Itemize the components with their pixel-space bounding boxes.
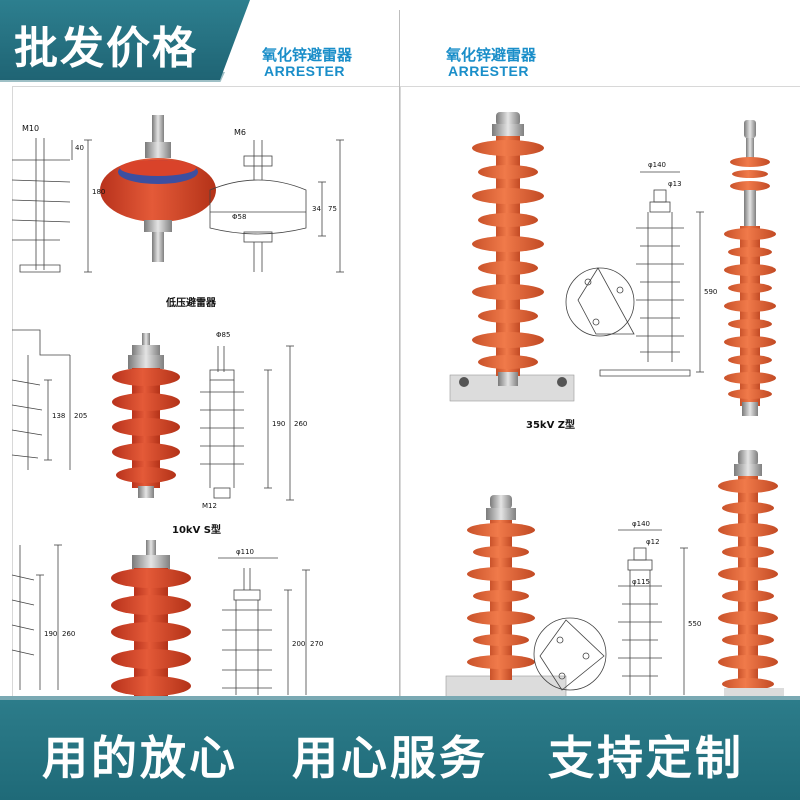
dim-75: 75 <box>328 205 337 213</box>
slim-arrester-photo <box>724 120 776 416</box>
dim-190b: 190 <box>44 630 58 638</box>
dim-590: 590 <box>704 288 718 296</box>
left-partial-drawing-2 <box>11 329 71 470</box>
right-caption-en: ARRESTER <box>448 63 530 79</box>
dim-12: φ12 <box>646 538 660 546</box>
slogan-1: 用的放心 <box>42 731 238 785</box>
right-caption-cn: 氧化锌避雷器 <box>446 46 537 64</box>
low-voltage-arrester-photo <box>100 115 216 262</box>
dim-115: φ115 <box>632 578 650 586</box>
lower-left-arrester-photo <box>111 540 191 698</box>
dim-m6: M6 <box>234 128 246 137</box>
dim-40: 40 <box>75 144 84 152</box>
left-caption-en: ARRESTER <box>264 63 346 79</box>
dim-260: 260 <box>294 420 308 428</box>
slogan-3: 支持定制 <box>548 731 744 785</box>
10kv-s-arrester-photo <box>112 333 180 498</box>
left-partial-drawing-1 <box>11 138 92 273</box>
dim-205: 205 <box>74 412 88 420</box>
10kv-s-arrester-drawing <box>200 345 294 501</box>
35kv-z-label: 35kV Z型 <box>526 420 576 431</box>
10kv-s-label: 10kV S型 <box>172 525 221 536</box>
price-badge-text: 批发价格 <box>14 23 198 74</box>
dim-550: 550 <box>688 620 702 628</box>
35kv-z-arrester-drawing <box>565 171 704 377</box>
dim-m10: M10 <box>22 124 40 133</box>
lower-arrester-photo-2 <box>718 450 784 700</box>
lower-arrester-photo-1 <box>445 495 567 701</box>
dim-270: 270 <box>310 640 324 648</box>
lower-left-arrester-drawing <box>218 557 310 695</box>
lower-arrester-drawing <box>533 529 688 695</box>
left-partial-drawing-3 <box>11 544 62 690</box>
35kv-z-arrester-photo <box>449 112 575 402</box>
dim-85: Φ85 <box>216 331 231 339</box>
dim-200: 200 <box>292 640 306 648</box>
dim-34: 34 <box>312 205 321 213</box>
footer-banner <box>0 700 800 800</box>
dim-260b: 260 <box>62 630 76 638</box>
dim-13: φ13 <box>668 180 682 188</box>
page-divider <box>399 10 400 700</box>
left-caption-cn: 氧化锌避雷器 <box>262 46 353 64</box>
dim-140b: φ140 <box>632 520 650 528</box>
dim-140: φ140 <box>648 161 666 169</box>
dim-58: Φ58 <box>232 213 247 221</box>
price-badge <box>0 0 250 80</box>
slogan-2: 用心服务 <box>292 731 488 785</box>
dim-138: 138 <box>52 412 66 420</box>
dim-190: 190 <box>272 420 286 428</box>
dim-110: φ110 <box>236 548 254 556</box>
low-voltage-arrester-label: 低压避雷器 <box>166 298 216 309</box>
dim-m12: M12 <box>202 502 217 510</box>
dim-180: 180 <box>92 188 106 196</box>
footer-line <box>0 696 800 702</box>
low-voltage-arrester-drawing <box>209 139 344 273</box>
